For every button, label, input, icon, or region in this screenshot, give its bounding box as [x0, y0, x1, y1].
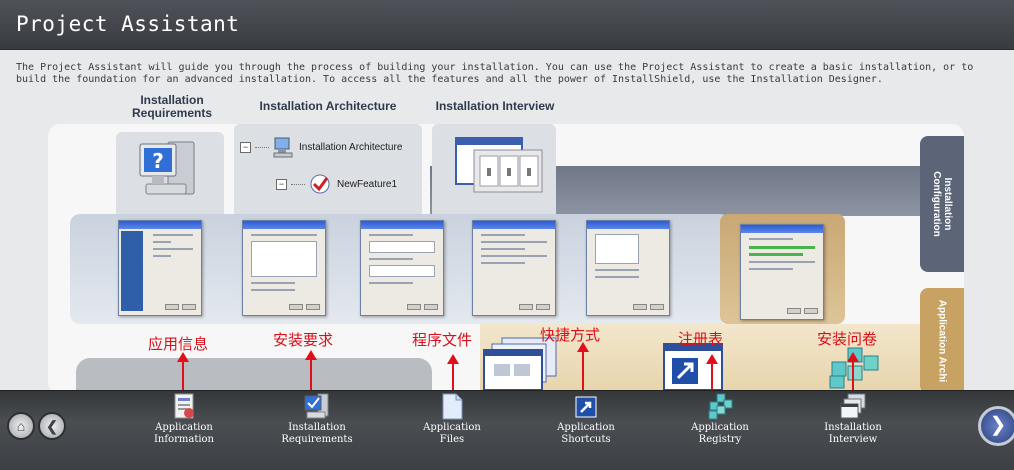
tab-installation-configuration-label: Installation Configuration — [931, 171, 953, 237]
application-information-icon — [171, 392, 197, 420]
dialog-thumbnail-ready-to-install[interactable] — [740, 224, 824, 320]
feature-icon — [310, 174, 330, 194]
annotation-arrow-app-info — [177, 352, 189, 392]
back-arrow-icon: ❮ — [46, 418, 58, 434]
installation-interview-icon — [840, 392, 866, 420]
application-registry-icon — [707, 392, 733, 420]
annotation-arrow-requirements — [305, 350, 317, 392]
title-bar: Project Assistant — [0, 0, 1014, 50]
tree-row-root[interactable]: − Installation Architecture — [240, 136, 402, 158]
nav-label: Application Files — [423, 422, 481, 445]
tree-label-feature: NewFeature1 — [337, 178, 398, 190]
nav-application-shortcuts[interactable]: Application Shortcuts — [531, 392, 641, 446]
nav-application-registry[interactable]: Application Registry — [665, 392, 775, 446]
dialog-thumbnail-welcome[interactable] — [118, 220, 202, 316]
interview-panel[interactable] — [432, 124, 556, 214]
window-title: Project Assistant — [16, 12, 240, 36]
nav-installation-interview[interactable]: Installation Interview — [798, 392, 908, 446]
annotation-arrow-registry — [706, 354, 718, 390]
nav-label: Installation Interview — [824, 422, 882, 445]
annotation-app-info: 应用信息 — [148, 335, 209, 353]
tab-application-architecture[interactable]: Application Archi — [920, 288, 964, 394]
home-icon: ⌂ — [16, 418, 26, 434]
computer-question-icon: ? — [139, 141, 195, 195]
dialog-thumbnail-license[interactable] — [242, 220, 326, 316]
tab-application-architecture-label: Application Archi — [936, 299, 948, 383]
next-button[interactable]: ❯ — [978, 406, 1014, 446]
dialogs-icon — [455, 137, 543, 193]
dialog-thumbnail-setup-type[interactable] — [472, 220, 556, 316]
next-arrow-icon: ❯ — [989, 414, 1007, 436]
installation-requirements-icon — [304, 392, 330, 420]
annotation-shortcuts: 快捷方式 — [540, 326, 601, 344]
svg-text:?: ? — [152, 149, 164, 173]
heading-installation-interview: Installation Interview — [435, 99, 555, 113]
dialog-thumbnail-custom-setup[interactable] — [586, 220, 670, 316]
annotation-registry: 注册表 — [678, 330, 724, 348]
heading-installation-architecture: Installation Architecture — [259, 99, 397, 113]
annotation-interview: 安装问卷 — [817, 330, 878, 348]
application-files-icon — [439, 392, 465, 420]
back-button[interactable]: ❮ — [38, 412, 66, 440]
tree-label-root: Installation Architecture — [299, 141, 403, 153]
tab-installation-configuration[interactable]: Installation Configuration — [920, 136, 964, 272]
nav-label: Application Registry — [691, 422, 749, 445]
annotation-arrow-files — [447, 354, 459, 390]
computer-icon — [273, 137, 293, 158]
annotation-arrow-interview — [847, 352, 859, 390]
shortcut-windows-icon — [483, 337, 557, 390]
nav-installation-requirements[interactable]: Installation Requirements — [262, 392, 372, 446]
architecture-panel[interactable]: − Installation Architecture − NewFeature… — [234, 124, 422, 214]
nav-label: Installation Requirements — [281, 422, 353, 445]
requirements-panel[interactable]: ? — [116, 132, 224, 214]
collapse-icon[interactable]: − — [240, 141, 251, 153]
tree-row-feature[interactable]: − NewFeature1 — [276, 174, 397, 194]
dialog-thumbnail-customer-info[interactable] — [360, 220, 444, 316]
nav-label: Application Information — [153, 422, 214, 445]
application-shortcuts-icon — [573, 392, 599, 420]
intro-text: The Project Assistant will guide you thr… — [16, 62, 974, 85]
annotation-files: 程序文件 — [412, 331, 473, 349]
registry-shortcut-icon — [663, 343, 723, 390]
registry-cubes-icon — [829, 347, 879, 389]
collapse-icon[interactable]: − — [276, 178, 287, 190]
annotation-arrow-shortcuts — [577, 342, 589, 390]
nav-application-information[interactable]: Application Information — [129, 392, 239, 446]
nav-label: Application Shortcuts — [557, 422, 615, 445]
nav-application-files[interactable]: Application Files — [397, 392, 507, 446]
heading-installation-requirements: Installation Requirements — [131, 93, 213, 120]
annotation-requirements: 安装要求 — [273, 331, 334, 349]
home-button[interactable]: ⌂ — [7, 412, 35, 440]
